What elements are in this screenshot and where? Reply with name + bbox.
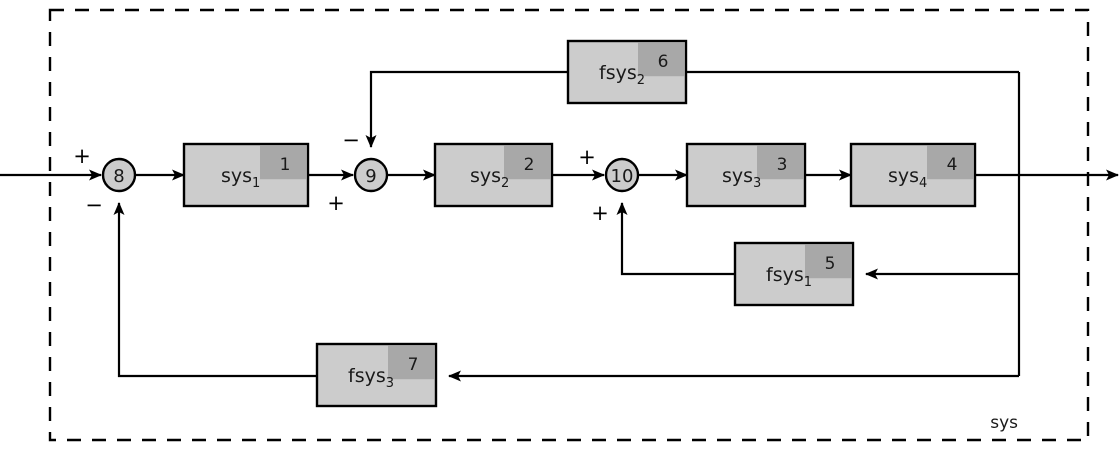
sum-junction-8[interactable]: 8 + − — [73, 144, 137, 217]
block-sys1-badge-number: 1 — [280, 155, 291, 175]
sum-junction-10-label: 10 — [611, 166, 634, 187]
sum-junction-8-label: 8 — [113, 166, 124, 187]
sum-junction-10[interactable]: 10 + + — [578, 145, 640, 225]
block-fsys3-label: fsys3 — [348, 365, 394, 391]
block-sys4-label: sys4 — [888, 165, 927, 191]
block-sys2-badge-number: 2 — [524, 155, 535, 175]
block-fsys1-label: fsys1 — [766, 264, 812, 290]
block-sys3[interactable]: 3 sys3 — [685, 142, 807, 208]
sum-junction-8-circle — [101, 157, 137, 193]
wire-fsys3-to-sum8 — [113, 202, 317, 378]
block-fsys1[interactable]: 5 fsys1 — [733, 241, 855, 307]
block-sys4[interactable]: 4 sys4 — [849, 142, 977, 208]
block-sys3-badge — [757, 145, 804, 180]
wire-fsys1-to-sum10 — [616, 202, 735, 276]
block-sys1[interactable]: 1 sys1 — [182, 142, 310, 208]
block-sys3-label: sys3 — [722, 165, 761, 191]
sum-junction-10-sign-west: + — [578, 145, 596, 169]
sum-junction-9-sign-north: − — [342, 128, 360, 152]
sum-junction-8-sign-south: − — [85, 193, 103, 217]
sum-junction-9[interactable]: 9 − + — [327, 128, 389, 215]
block-sys4-badge — [927, 145, 974, 180]
sum-junction-9-sign-west: + — [327, 191, 345, 215]
subsystem-boundary — [48, 8, 1090, 442]
block-fsys2[interactable]: 6 fsys2 — [566, 39, 688, 105]
sum-junction-9-circle — [353, 157, 389, 193]
subsystem-label: sys — [990, 413, 1018, 433]
block-fsys3[interactable]: 7 fsys3 — [315, 342, 438, 408]
block-sys4-badge-number: 4 — [947, 155, 958, 175]
block-fsys2-label: fsys2 — [599, 62, 645, 88]
block-fsys3-badge-number: 7 — [408, 355, 419, 375]
block-sys1-label: sys1 — [221, 165, 260, 191]
block-fsys3-badge — [388, 345, 435, 380]
block-sys2-badge — [504, 145, 551, 180]
block-fsys1-badge-number: 5 — [825, 254, 836, 274]
block-sys2-label: sys2 — [470, 165, 509, 191]
block-fsys2-badge-number: 6 — [658, 52, 669, 72]
block-sys1-badge — [260, 145, 307, 180]
block-fsys1-badge — [805, 244, 852, 279]
sum-junction-10-circle — [604, 157, 640, 193]
sum-junction-10-sign-south: + — [591, 201, 609, 225]
sum-junction-9-label: 9 — [365, 166, 376, 187]
block-fsys2-badge — [638, 42, 685, 77]
block-sys3-badge-number: 3 — [777, 155, 788, 175]
block-sys2[interactable]: 2 sys2 — [433, 142, 554, 208]
wire-fsys2-to-sum9 — [365, 70, 568, 148]
sum-junction-8-sign-west: + — [73, 144, 91, 168]
